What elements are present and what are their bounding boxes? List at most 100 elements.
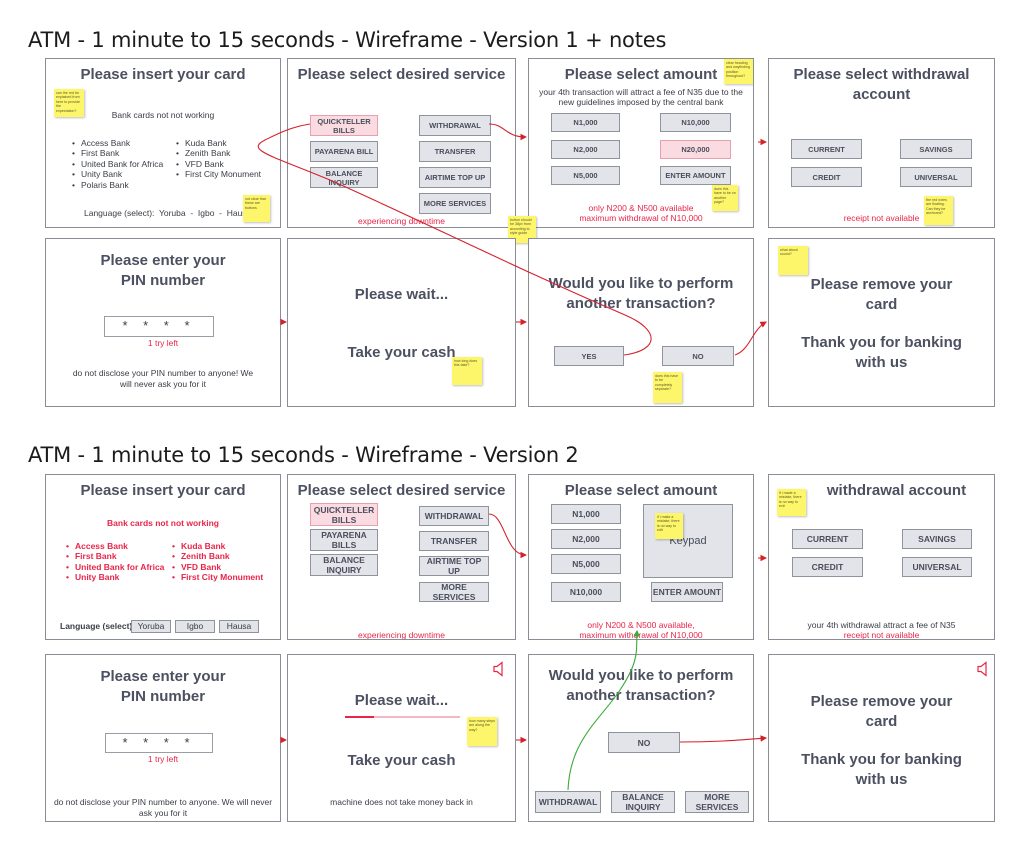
bank-item: Zenith Bank	[172, 551, 263, 561]
payarena-bills-button[interactable]: PAYARENA BILLS	[310, 529, 378, 551]
transfer-button[interactable]: TRANSFER	[419, 531, 489, 551]
thank-you-text: Thank you for banking with us	[801, 334, 962, 371]
screen-title: Please insert your card	[80, 482, 246, 499]
sticky-note: not clear that these are buttons	[243, 195, 270, 222]
v1-remove-card-screen: Please remove your card Thank you for ba…	[768, 238, 995, 407]
credit-account-button[interactable]: CREDIT	[792, 557, 863, 577]
bank-item: VFD Bank	[172, 562, 263, 572]
screen-title: Please insert your card	[80, 66, 246, 83]
v2-amount-screen: Please select amount N1,000 N2,000 N5,00…	[528, 474, 754, 640]
universal-account-button[interactable]: UNIVERSAL	[900, 167, 972, 187]
language-label: Language (select)	[60, 621, 133, 631]
receipt-notice: receipt not available	[843, 213, 920, 223]
more-services-button[interactable]: MORE SERVICES	[419, 193, 491, 214]
sticky-note: if i make a mistake, there is no way to …	[655, 513, 683, 539]
amount-1000-button[interactable]: N1,000	[551, 504, 621, 524]
bank-item: Kuda Bank	[172, 541, 263, 551]
bank-item: Zenith Bank	[176, 148, 261, 158]
savings-account-button[interactable]: SAVINGS	[902, 529, 972, 549]
v1-insert-card-screen: Please insert your card Bank cards not n…	[45, 58, 281, 228]
yoruba-button[interactable]: Yoruba	[131, 620, 171, 633]
bank-item: Unity Bank	[66, 572, 164, 582]
sticky-note: can the red be explained from here to pr…	[54, 89, 84, 117]
max-withdrawal-notice: maximum withdrawal of N10,000	[579, 213, 703, 223]
fee-notice: your 4th withdrawal attract a fee of N35	[807, 620, 956, 630]
tries-left: 1 try left	[147, 338, 179, 348]
payarena-bill-button[interactable]: PAYARENA BILL	[310, 141, 378, 162]
yes-button[interactable]: YES	[554, 346, 624, 366]
downtime-notice: experiencing downtime	[358, 630, 445, 640]
progress-fill	[345, 716, 374, 718]
screen-title: Please enter your PIN number	[100, 252, 226, 289]
bank-item: VFD Bank	[176, 159, 261, 169]
amount-10000-button[interactable]: N10,000	[551, 582, 621, 602]
bank-notice: Bank cards not not working	[107, 518, 219, 528]
screen-title: Would you like to perform another transa…	[548, 275, 734, 312]
enter-amount-button[interactable]: ENTER AMOUNT	[651, 582, 723, 602]
version1-title: ATM - 1 minute to 15 seconds - Wireframe…	[28, 28, 667, 52]
more-services-button[interactable]: MORE SERVICES	[419, 582, 489, 602]
universal-account-button[interactable]: UNIVERSAL	[902, 557, 972, 577]
amount-5000-button[interactable]: N5,000	[551, 166, 620, 185]
bank-list-left: Access Bank First Bank United Bank for A…	[66, 541, 164, 583]
enter-amount-button[interactable]: ENTER AMOUNT	[660, 166, 731, 185]
pin-input[interactable]: * * * *	[104, 316, 214, 337]
v2-service-screen: Please select desired service QUICKTELLE…	[287, 474, 516, 640]
availability-notice: only N200 & N500 available,	[587, 620, 695, 630]
v2-pin-screen: Please enter your PIN number * * * * 1 t…	[45, 654, 281, 822]
tries-left: 1 try left	[147, 754, 179, 764]
sticky-note: does this have to be on another page?	[712, 185, 738, 211]
screen-title: Please enter your PIN number	[100, 668, 226, 705]
igbo-button[interactable]: Igbo	[175, 620, 215, 633]
airtime-top-up-button[interactable]: AIRTIME TOP UP	[419, 556, 489, 576]
v1-another-transaction-screen: Would you like to perform another transa…	[528, 238, 754, 407]
withdrawal-button[interactable]: WITHDRAWAL	[535, 791, 601, 813]
remove-card-text: Please remove your card	[810, 276, 953, 313]
bank-item: Access Bank	[66, 541, 164, 551]
pin-warning: do not disclose your PIN number to anyon…	[53, 797, 273, 818]
amount-20000-button[interactable]: N20,000	[660, 140, 731, 159]
quickteller-bills-button[interactable]: QUICKTELLER BILLS	[310, 503, 378, 526]
amount-2000-button[interactable]: N2,000	[551, 529, 621, 549]
savings-account-button[interactable]: SAVINGS	[900, 139, 972, 159]
airtime-top-up-button[interactable]: AIRTIME TOP UP	[419, 167, 491, 188]
sticky-note: the red notes are floating. Can they be …	[924, 196, 953, 225]
sticky-note: does this have to be completely separate…	[653, 372, 682, 403]
amount-10000-button[interactable]: N10,000	[660, 113, 731, 132]
sticky-note: how long does this take?	[452, 357, 482, 385]
more-services-button[interactable]: MORE SERVICES	[685, 791, 749, 813]
bank-list-right: Kuda Bank Zenith Bank VFD Bank First Cit…	[176, 138, 261, 180]
sticky-note: what about sound?	[778, 246, 808, 275]
no-button[interactable]: NO	[662, 346, 734, 366]
current-account-button[interactable]: CURRENT	[791, 139, 862, 159]
language-select[interactable]: Language (select): Yoruba - Igbo - Hausa	[84, 208, 252, 218]
balance-inquiry-button[interactable]: BALANCE INQUIRY	[310, 554, 378, 576]
speaker-icon[interactable]	[492, 661, 508, 677]
quickteller-bills-button[interactable]: QUICKTELLER BILLS	[310, 115, 378, 136]
speaker-icon[interactable]	[976, 661, 992, 677]
pin-input[interactable]: * * * *	[105, 733, 213, 753]
balance-inquiry-button[interactable]: BALANCE INQUIRY	[611, 791, 675, 813]
amount-5000-button[interactable]: N5,000	[551, 554, 621, 574]
no-button[interactable]: NO	[608, 732, 680, 753]
v2-insert-card-screen: Please insert your card Bank cards not n…	[45, 474, 281, 640]
screen-title: Would you like to perform another transa…	[548, 667, 734, 704]
wait-text: Please wait...	[354, 286, 449, 303]
v1-amount-screen: Please select amount your 4th transactio…	[528, 58, 754, 228]
screen-title: withdrawal account	[826, 482, 967, 499]
current-account-button[interactable]: CURRENT	[792, 529, 863, 549]
balance-inquiry-button[interactable]: BALANCE INQUIRY	[310, 167, 378, 188]
hausa-button[interactable]: Hausa	[219, 620, 259, 633]
withdrawal-button[interactable]: WITHDRAWAL	[419, 506, 489, 526]
transfer-button[interactable]: TRANSFER	[419, 141, 491, 162]
amount-2000-button[interactable]: N2,000	[551, 140, 620, 159]
bank-item: Kuda Bank	[176, 138, 261, 148]
bank-item: First Bank	[72, 148, 163, 158]
amount-1000-button[interactable]: N1,000	[551, 113, 620, 132]
withdrawal-button[interactable]: WITHDRAWAL	[419, 115, 491, 136]
progress-bar	[345, 716, 460, 718]
bank-item: Unity Bank	[72, 169, 163, 179]
credit-account-button[interactable]: CREDIT	[791, 167, 862, 187]
v2-another-transaction-screen: Would you like to perform another transa…	[528, 654, 754, 822]
screen-title: Please select amount	[564, 66, 718, 83]
